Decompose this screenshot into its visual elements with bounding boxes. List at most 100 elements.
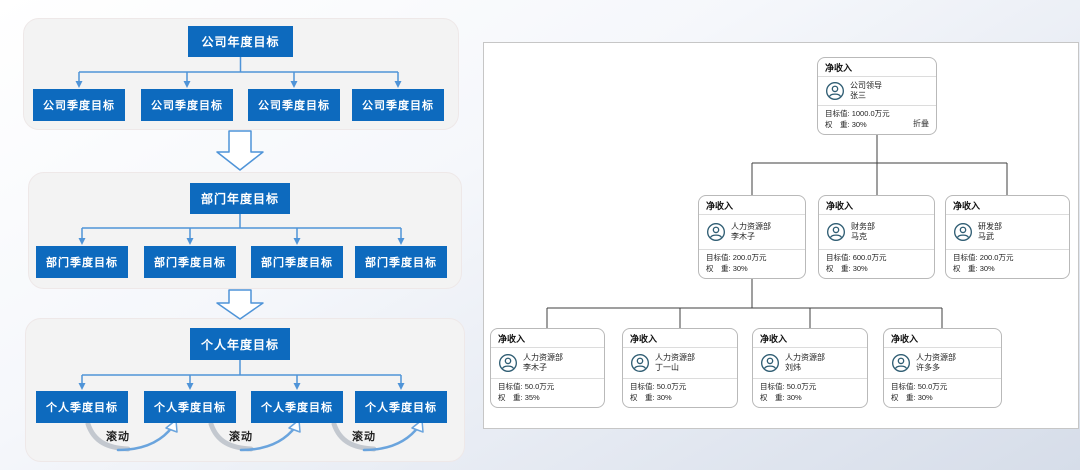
weight-label: 权 重: [706,264,731,274]
target-label: 目标值: [891,382,916,392]
target-label: 目标值: [498,382,523,392]
okr-card-l3-2[interactable]: 净收入 人力资源部 丁一山 目标值: 50.0万元 权 重: 30% [622,328,738,408]
metric-title: 净收入 [946,196,1069,215]
metric-title: 净收入 [491,329,604,348]
weight-value: 35% [524,393,540,403]
person-name: 丁一山 [655,363,679,373]
collapse-button[interactable]: 折叠 [913,119,929,129]
person-name: 马克 [851,232,867,242]
company-quarterly-goal-box-1: 公司季度目标 [33,89,125,121]
company-quarterly-goal-box-2: 公司季度目标 [141,89,233,121]
user-avatar-icon [707,223,725,242]
target-label: 目标值: [760,382,785,392]
department-quarterly-goal-box-2: 部门季度目标 [144,246,236,278]
target-label: 目标值: [630,382,655,392]
weight-label: 权 重: [630,393,655,403]
dept-label: 人力资源部 [523,353,563,363]
user-avatar-icon [826,82,844,101]
department-quarterly-goal-label-4: 部门季度目标 [365,257,437,269]
company-quarterly-goal-box-4: 公司季度目标 [352,89,444,121]
company-annual-goal-label: 公司年度目标 [201,35,280,49]
person-name: 许多多 [916,363,940,373]
metric-title: 净收入 [623,329,737,348]
personal-annual-goal-box: 个人年度目标 [190,328,290,360]
target-value: 1000.0万元 [851,109,890,119]
weight-value: 30% [917,393,933,403]
department-quarterly-goal-label-1: 部门季度目标 [46,257,118,269]
weight-label: 权 重: [953,264,978,274]
weight-value: 30% [851,120,867,130]
user-avatar-icon [827,223,845,242]
department-quarterly-goal-label-3: 部门季度目标 [261,257,333,269]
dept-label: 人力资源部 [785,353,825,363]
weight-value: 30% [656,393,672,403]
target-value: 200.0万元 [732,253,767,263]
target-label: 目标值: [953,253,978,263]
company-quarterly-goal-label-3: 公司季度目标 [258,100,330,112]
target-value: 50.0万元 [656,382,687,392]
okr-card-l2-finance[interactable]: 净收入 财务部 马克 目标值: 600.0万元 权 重: 30% [818,195,935,279]
target-value: 600.0万元 [852,253,887,263]
user-avatar-icon [631,354,649,373]
weight-value: 30% [786,393,802,403]
weight-label: 权 重: [760,393,785,403]
user-avatar-icon [761,354,779,373]
user-avatar-icon [954,223,972,242]
weight-label: 权 重: [825,120,850,130]
dept-label: 人力资源部 [731,222,771,232]
weight-label: 权 重: [826,264,851,274]
weight-value: 30% [732,264,748,274]
department-annual-goal-box: 部门年度目标 [190,183,290,214]
okr-card-l2-rnd[interactable]: 净收入 研发部 马武 目标值: 200.0万元 权 重: 30% [945,195,1070,279]
dept-label: 人力资源部 [655,353,695,363]
company-quarterly-goal-box-3: 公司季度目标 [248,89,340,121]
personal-quarterly-goal-box-4: 个人季度目标 [355,391,447,423]
dept-label: 研发部 [978,222,1002,232]
okr-card-l3-3[interactable]: 净收入 人力资源部 刘炜 目标值: 50.0万元 权 重: 30% [752,328,868,408]
target-label: 目标值: [706,253,731,263]
rolling-label-3: 滚动 [352,431,376,443]
metric-title: 净收入 [699,196,805,215]
dept-label: 人力资源部 [916,353,956,363]
target-value: 50.0万元 [917,382,948,392]
user-avatar-icon [892,354,910,373]
person-name: 张三 [850,91,866,101]
target-value: 50.0万元 [524,382,555,392]
dept-label: 公司领导 [850,81,882,91]
okr-card-l3-4[interactable]: 净收入 人力资源部 许多多 目标值: 50.0万元 权 重: 30% [883,328,1002,408]
personal-annual-goal-label: 个人年度目标 [200,337,279,352]
department-annual-goal-label: 部门年度目标 [200,192,279,206]
weight-label: 权 重: [891,393,916,403]
target-value: 200.0万元 [979,253,1014,263]
metric-title: 净收入 [753,329,867,348]
okr-card-root[interactable]: 净收入 公司领导 张三 目标值: 1000.0万元 权 重: 30% 折叠 [817,57,937,135]
company-quarterly-goal-label-4: 公司季度目标 [362,100,434,112]
okr-card-l3-1[interactable]: 净收入 人力资源部 李木子 目标值: 50.0万元 权 重: 35% [490,328,605,408]
personal-quarterly-goal-box-1: 个人季度目标 [36,391,128,423]
department-quarterly-goal-box-4: 部门季度目标 [355,246,447,278]
target-label: 目标值: [825,109,850,119]
person-name: 李木子 [731,232,755,242]
company-quarterly-goal-label-1: 公司季度目标 [43,100,115,112]
person-name: 刘炜 [785,363,801,373]
metric-title: 净收入 [819,196,934,215]
rolling-label-1: 滚动 [106,431,130,443]
okr-card-l2-hr[interactable]: 净收入 人力资源部 李木子 目标值: 200.0万元 权 重: 30% [698,195,806,279]
company-quarterly-goal-label-2: 公司季度目标 [151,100,223,112]
department-quarterly-goal-box-3: 部门季度目标 [251,246,343,278]
personal-quarterly-goal-box-2: 个人季度目标 [144,391,236,423]
metric-title: 净收入 [884,329,1001,348]
user-avatar-icon [499,354,517,373]
personal-quarterly-goal-label-1: 个人季度目标 [46,402,118,414]
target-value: 50.0万元 [786,382,817,392]
personal-quarterly-goal-box-3: 个人季度目标 [251,391,343,423]
metric-title: 净收入 [818,58,936,77]
weight-label: 权 重: [498,393,523,403]
department-quarterly-goal-box-1: 部门季度目标 [36,246,128,278]
personal-quarterly-goal-label-4: 个人季度目标 [365,402,437,414]
company-annual-goal-box: 公司年度目标 [188,26,293,57]
weight-value: 30% [979,264,995,274]
personal-quarterly-goal-label-3: 个人季度目标 [261,402,333,414]
dept-label: 财务部 [851,222,875,232]
